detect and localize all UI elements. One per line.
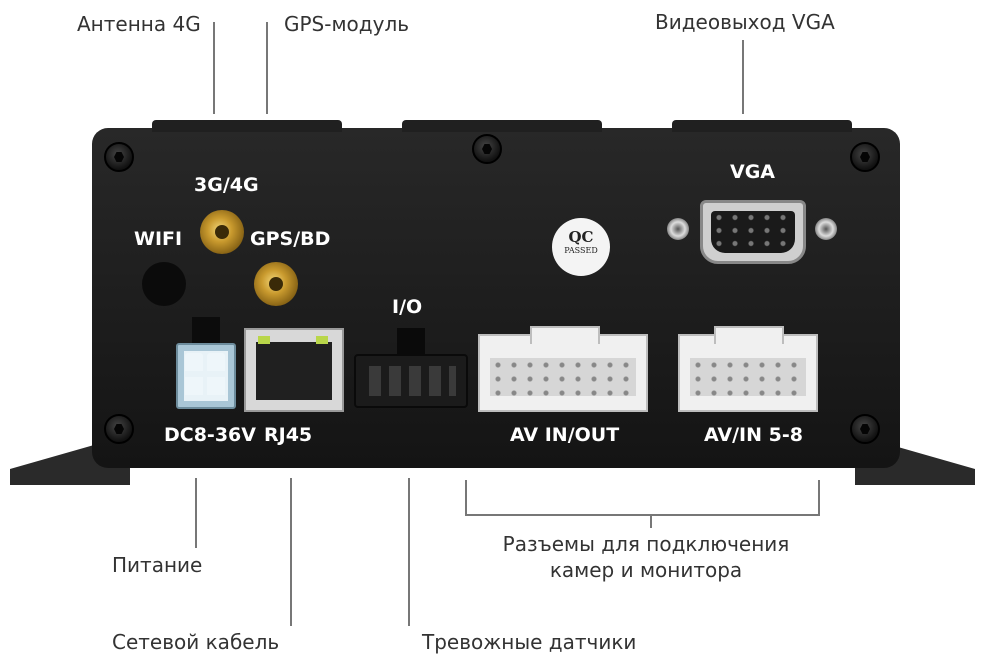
label-rj45: RJ45	[264, 424, 313, 446]
label-3g-4g: 3G/4G	[194, 174, 259, 196]
rj45-socket	[256, 342, 332, 400]
callout-camera-connectors-line2: камер и монитора	[549, 558, 743, 582]
panel-top-ridge	[152, 120, 342, 132]
leader-gps-module	[266, 22, 268, 114]
bracket-right-arm	[818, 480, 820, 516]
power-connector-latch	[192, 317, 220, 345]
vga-screw-icon	[815, 218, 837, 240]
av-in-out-port	[478, 326, 648, 412]
qc-badge-main: QC	[568, 228, 594, 246]
leader-power	[195, 478, 197, 548]
power-pin	[185, 377, 203, 395]
callout-alarm-sensors: Тревожные датчики	[422, 630, 637, 654]
callout-vga-out: Видеовыход VGA	[655, 10, 835, 34]
label-av-in-out: AV IN/OUT	[510, 424, 620, 446]
panel-top-ridge	[672, 120, 852, 132]
callout-camera-connectors-line1: Разъемы для подключения	[502, 532, 790, 556]
vga-screw-icon	[667, 218, 689, 240]
panel-top-ridge	[402, 120, 602, 132]
leader-alarm-sensors	[408, 478, 410, 626]
dvr-device: 3G/4G WIFI GPS/BD QC PASSED VGA DC8-36V …	[10, 120, 975, 485]
av-in-58-port	[678, 326, 818, 412]
vga-pins	[711, 211, 795, 253]
rj45-port	[244, 328, 344, 412]
screw-icon	[850, 414, 880, 444]
label-dc: DC8-36V	[164, 424, 256, 446]
antenna-4g-connector-icon	[200, 210, 244, 254]
vga-port	[700, 200, 806, 264]
screw-icon	[472, 134, 502, 164]
io-latch	[397, 328, 425, 356]
callout-antenna-4g: Антенна 4G	[77, 12, 201, 36]
rj45-led-left	[258, 336, 270, 344]
power-port	[176, 343, 236, 409]
screw-icon	[104, 414, 134, 444]
bracket-left-arm	[465, 480, 467, 516]
av-in-58-pins	[690, 358, 806, 396]
wifi-plug-hole	[142, 262, 186, 306]
power-pin	[185, 353, 203, 371]
bracket-bottom-line	[465, 514, 820, 516]
label-wifi: WIFI	[134, 228, 183, 250]
antenna-gps-connector-icon	[254, 262, 298, 306]
av-latch	[530, 326, 600, 344]
bracket-center-stem	[650, 514, 652, 528]
callout-camera-connectors: Разъемы для подключения камер и монитора	[496, 531, 796, 583]
leader-network-cable	[290, 478, 292, 626]
power-pin	[207, 353, 225, 371]
av-latch	[714, 326, 784, 344]
callout-power: Питание	[112, 553, 203, 577]
callout-gps-module: GPS-модуль	[284, 12, 410, 36]
label-gps-bd: GPS/BD	[250, 228, 331, 250]
screw-icon	[104, 142, 134, 172]
screw-icon	[850, 142, 880, 172]
power-pin	[207, 377, 225, 395]
io-port	[354, 354, 468, 408]
label-io: I/O	[392, 296, 423, 318]
rj45-led-right	[316, 336, 328, 344]
leader-antenna-4g	[213, 22, 215, 114]
device-rear-panel: 3G/4G WIFI GPS/BD QC PASSED VGA DC8-36V …	[92, 120, 900, 468]
callout-network-cable: Сетевой кабель	[112, 630, 280, 654]
label-vga: VGA	[730, 161, 776, 183]
io-pins	[366, 366, 456, 396]
label-av-in-58: AV/IN 5-8	[704, 424, 803, 446]
leader-vga-out	[742, 40, 744, 114]
qc-badge-sub: PASSED	[564, 246, 598, 255]
qc-passed-badge: QC PASSED	[552, 218, 610, 276]
av-in-out-pins	[490, 358, 636, 396]
